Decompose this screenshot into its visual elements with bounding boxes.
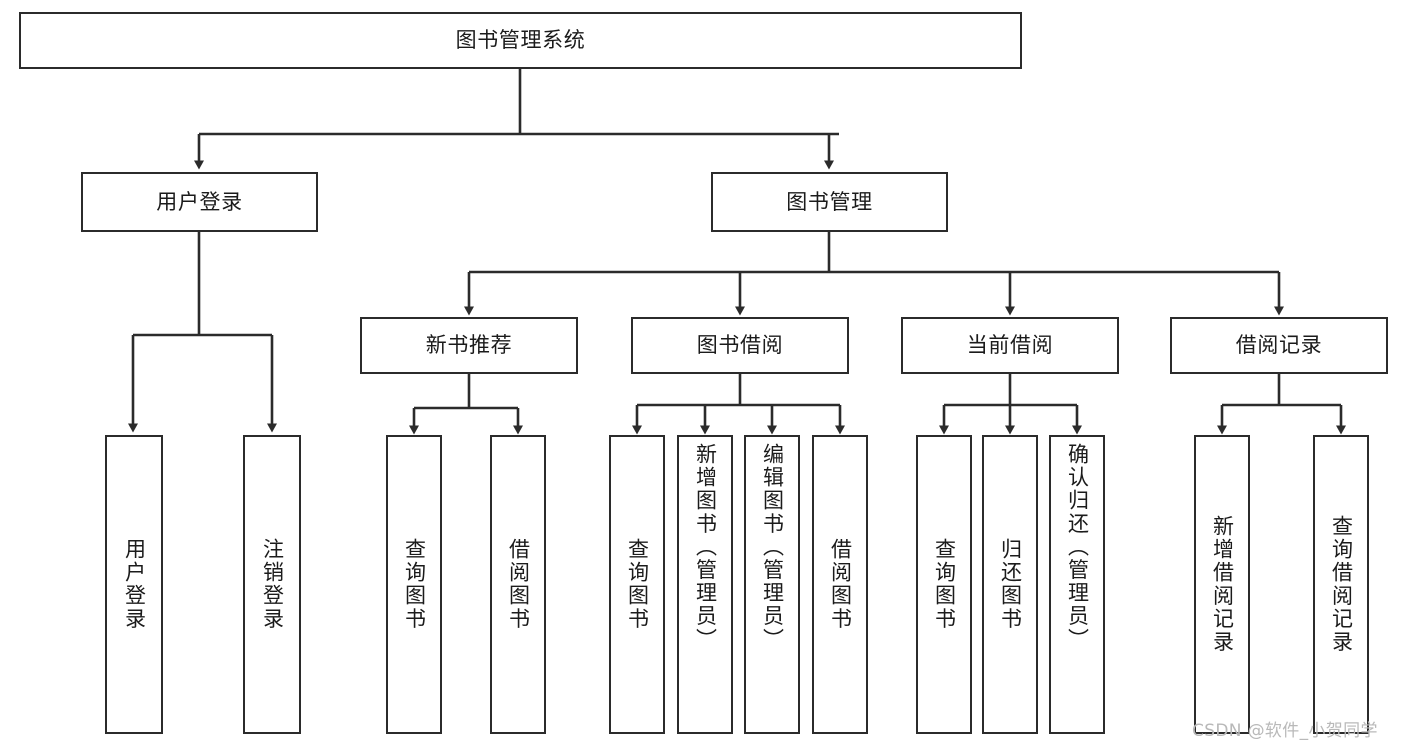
- node-label: 编辑图书（管理员）: [760, 443, 785, 651]
- node-label: 图书管理系统: [455, 28, 586, 53]
- node-new-book-recommend[interactable]: 新书推荐: [360, 317, 578, 374]
- node-label: 图书借阅: [696, 333, 784, 358]
- node-label: 新书推荐: [425, 333, 513, 358]
- leaf-borrow-record-add-record[interactable]: 新增借阅记录: [1194, 435, 1250, 734]
- node-root-library-system[interactable]: 图书管理系统: [19, 12, 1022, 69]
- csdn-watermark: CSDN @软件_小贺同学: [1192, 721, 1378, 741]
- leaf-new-book-query-book[interactable]: 查询图书: [386, 435, 442, 734]
- node-label: 借阅图书: [506, 538, 531, 631]
- node-label: 归还图书: [998, 538, 1023, 631]
- node-label: 用户登录: [156, 189, 243, 214]
- leaf-current-borrow-query-book[interactable]: 查询图书: [916, 435, 972, 734]
- node-label: 图书管理: [786, 189, 873, 214]
- node-label: 确认归还（管理员）: [1065, 443, 1090, 651]
- node-user-login[interactable]: 用户登录: [81, 172, 318, 232]
- leaf-borrow-record-query-record[interactable]: 查询借阅记录: [1313, 435, 1369, 734]
- node-label: 查询图书: [625, 538, 650, 631]
- node-label: 当前借阅: [966, 333, 1054, 358]
- node-label: 查询图书: [402, 538, 427, 631]
- leaf-book-borrow-borrow-book[interactable]: 借阅图书: [812, 435, 868, 734]
- leaf-book-borrow-edit-book-admin[interactable]: 编辑图书（管理员）: [744, 435, 800, 734]
- node-label: 注销登录: [260, 538, 285, 631]
- node-current-borrow[interactable]: 当前借阅: [901, 317, 1119, 374]
- leaf-current-borrow-return-book[interactable]: 归还图书: [982, 435, 1038, 734]
- leaf-book-borrow-add-book-admin[interactable]: 新增图书（管理员）: [677, 435, 733, 734]
- node-book-borrow[interactable]: 图书借阅: [631, 317, 849, 374]
- node-label: 借阅图书: [828, 538, 853, 631]
- leaf-current-borrow-confirm-return-admin[interactable]: 确认归还（管理员）: [1049, 435, 1105, 734]
- leaf-user-login-signin[interactable]: 用户登录: [105, 435, 163, 734]
- node-borrow-record[interactable]: 借阅记录: [1170, 317, 1388, 374]
- node-label: 用户登录: [122, 538, 147, 631]
- leaf-new-book-borrow-book[interactable]: 借阅图书: [490, 435, 546, 734]
- node-label: 查询借阅记录: [1329, 515, 1354, 654]
- leaf-book-borrow-query-book[interactable]: 查询图书: [609, 435, 665, 734]
- leaf-user-login-signout[interactable]: 注销登录: [243, 435, 301, 734]
- node-label: 借阅记录: [1235, 333, 1323, 358]
- node-label: 新增图书（管理员）: [693, 443, 718, 651]
- node-book-management[interactable]: 图书管理: [711, 172, 948, 232]
- node-label: 新增借阅记录: [1210, 515, 1235, 654]
- node-label: 查询图书: [932, 538, 957, 631]
